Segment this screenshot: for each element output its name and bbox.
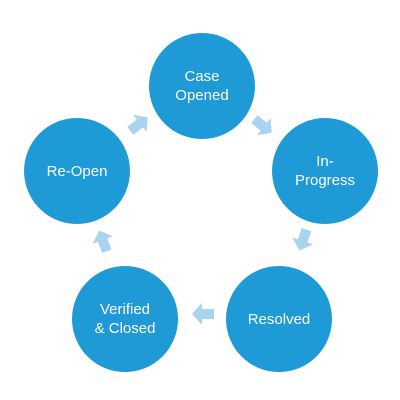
arrow-re-open-to-case-opened-icon	[127, 114, 148, 135]
arrow-resolved-to-verified-closed-icon	[192, 303, 214, 325]
node-label: Case Opened	[175, 68, 229, 104]
arrow-case-opened-to-in-progress-icon	[251, 115, 272, 136]
node-in-progress: In- Progress	[272, 118, 378, 224]
node-re-open: Re-Open	[24, 118, 130, 224]
node-resolved: Resolved	[226, 266, 332, 372]
node-label: Resolved	[247, 310, 311, 328]
node-label: In- Progress	[294, 153, 356, 189]
arrow-verified-closed-to-re-open-icon	[92, 230, 113, 254]
node-label: Verified & Closed	[94, 301, 156, 337]
arrow-in-progress-to-resolved-icon	[292, 227, 314, 251]
node-verified-closed: Verified & Closed	[72, 266, 178, 372]
node-case-opened: Case Opened	[149, 33, 255, 139]
node-label: Re-Open	[46, 162, 108, 180]
